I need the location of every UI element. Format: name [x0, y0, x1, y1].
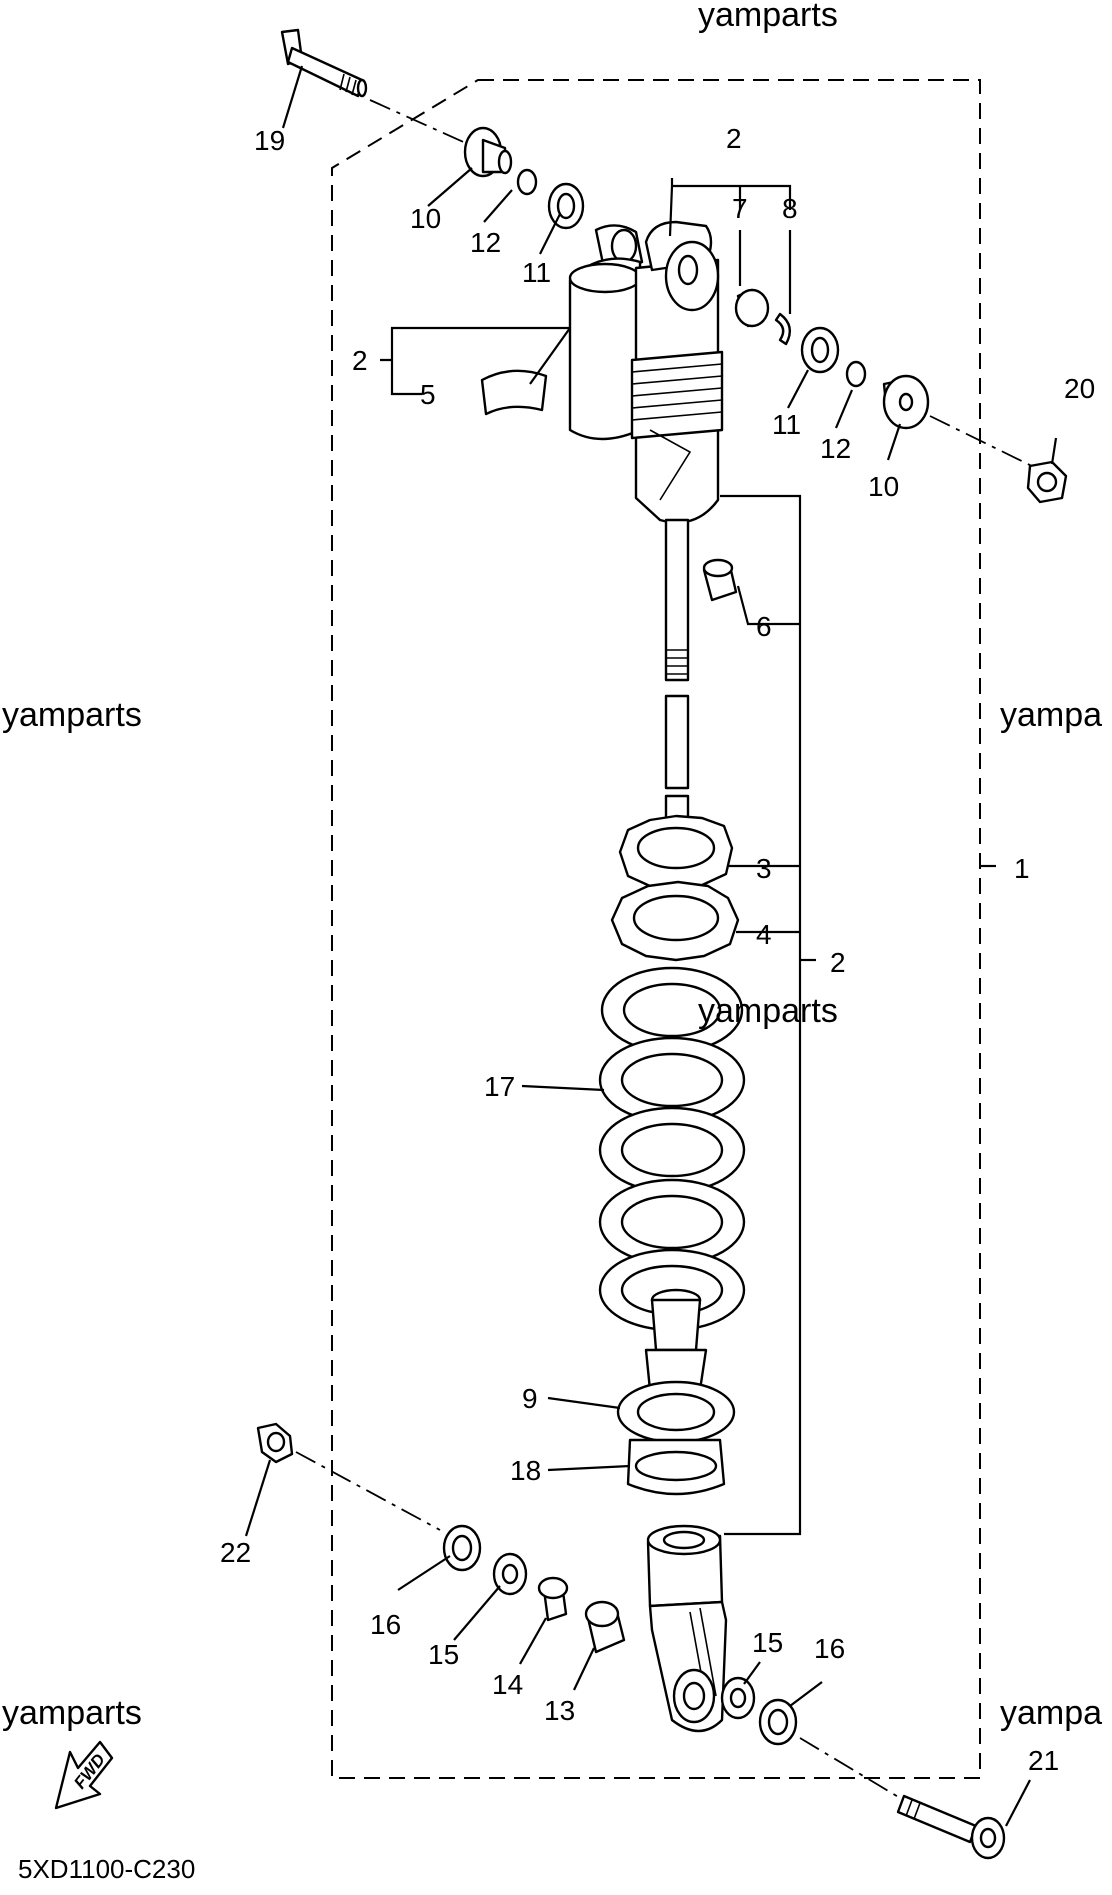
watermark-center: yamparts: [698, 992, 838, 1030]
bushing-15-right: [720, 1676, 756, 1720]
nut-20: [1026, 460, 1068, 504]
callout-3: 3: [756, 853, 772, 884]
ring-nut-3: [618, 814, 734, 890]
oring-12-top: [516, 168, 538, 196]
valve-6: [702, 558, 738, 602]
center-line-20: [929, 415, 1041, 471]
rod-end-eye: [646, 1524, 728, 1733]
watermark-left-mid: yamparts: [2, 696, 142, 734]
callout-14: 14: [492, 1669, 523, 1700]
fwd-arrow-icon: FWD: [54, 1740, 114, 1810]
callout-6: 6: [756, 611, 772, 642]
bearing-13: [584, 1600, 626, 1654]
callout-10-top: 10: [410, 203, 441, 234]
callout-15-left: 15: [428, 1639, 459, 1670]
ring-nut-4: [610, 880, 740, 962]
callout-16-left: 16: [370, 1609, 401, 1640]
watermark-left-bottom: yamparts: [2, 1694, 142, 1732]
collar-10-top: [463, 126, 513, 178]
callout-1: 1: [1014, 853, 1030, 884]
nut-22: [256, 1422, 294, 1464]
callout-2-left: 2: [352, 345, 368, 376]
bolt-21: [896, 1794, 1006, 1860]
watermark-right-bottom: yampa: [1000, 1694, 1102, 1732]
callout-9: 9: [522, 1383, 538, 1414]
callout-12-top: 12: [470, 227, 501, 258]
spring-guide-9: [616, 1380, 736, 1444]
callout-22: 22: [220, 1537, 251, 1568]
assembly-boundary: [331, 79, 981, 1779]
watermark-right-mid: yampa: [1000, 696, 1102, 734]
bearing-11-top: [547, 182, 585, 230]
watermark-top: yamparts: [698, 0, 838, 34]
callout-2-right: 2: [830, 947, 846, 978]
oring-12-right: [845, 360, 867, 388]
callout-11-right: 11: [772, 409, 801, 440]
callout-17: 17: [484, 1071, 515, 1102]
circlip-8: [774, 312, 792, 346]
spring-17: [598, 966, 746, 1332]
callout-11-top: 11: [522, 257, 551, 288]
seal-16-right: [758, 1698, 798, 1746]
bushing-7: [734, 288, 770, 328]
callout-12-right: 12: [820, 433, 851, 464]
callout-19: 19: [254, 125, 285, 156]
piston-rod: [664, 518, 690, 858]
leader-lines: [244, 65, 1058, 1827]
callout-20: 20: [1064, 373, 1095, 404]
callout-4: 4: [756, 919, 772, 950]
bushing-15-left: [492, 1552, 528, 1596]
spring-seat-18: [626, 1438, 726, 1496]
bolt-19: [280, 28, 368, 98]
callout-13: 13: [544, 1695, 575, 1726]
collar-10-right: [882, 374, 930, 430]
callout-18: 18: [510, 1455, 541, 1486]
callout-7: 7: [732, 193, 748, 224]
bearing-11-right: [800, 326, 840, 374]
center-line-22: [295, 1451, 441, 1531]
callout-5: 5: [420, 379, 436, 410]
damper-body: [630, 220, 724, 524]
callout-16-right: 16: [814, 1633, 845, 1664]
callout-21: 21: [1028, 1745, 1059, 1776]
reservoir-label-5: [480, 369, 548, 416]
watermarks: yamparts yamparts yampa yamparts yampart…: [2, 0, 1102, 1732]
center-line-19: [369, 99, 471, 146]
callout-2-top: 2: [726, 123, 742, 154]
callout-15-right: 15: [752, 1627, 783, 1658]
callout-8: 8: [782, 193, 798, 224]
center-line-21: [799, 1737, 901, 1799]
callout-10-right: 10: [868, 471, 899, 502]
collar-14: [537, 1576, 569, 1622]
callout-numbers: 19 10 12 11 2 7 8 2 5 11 12 10 20 6 3 4 …: [220, 123, 1095, 1776]
seal-16-left: [442, 1524, 482, 1572]
diagram-code: 5XD1100-C230: [18, 1854, 195, 1884]
